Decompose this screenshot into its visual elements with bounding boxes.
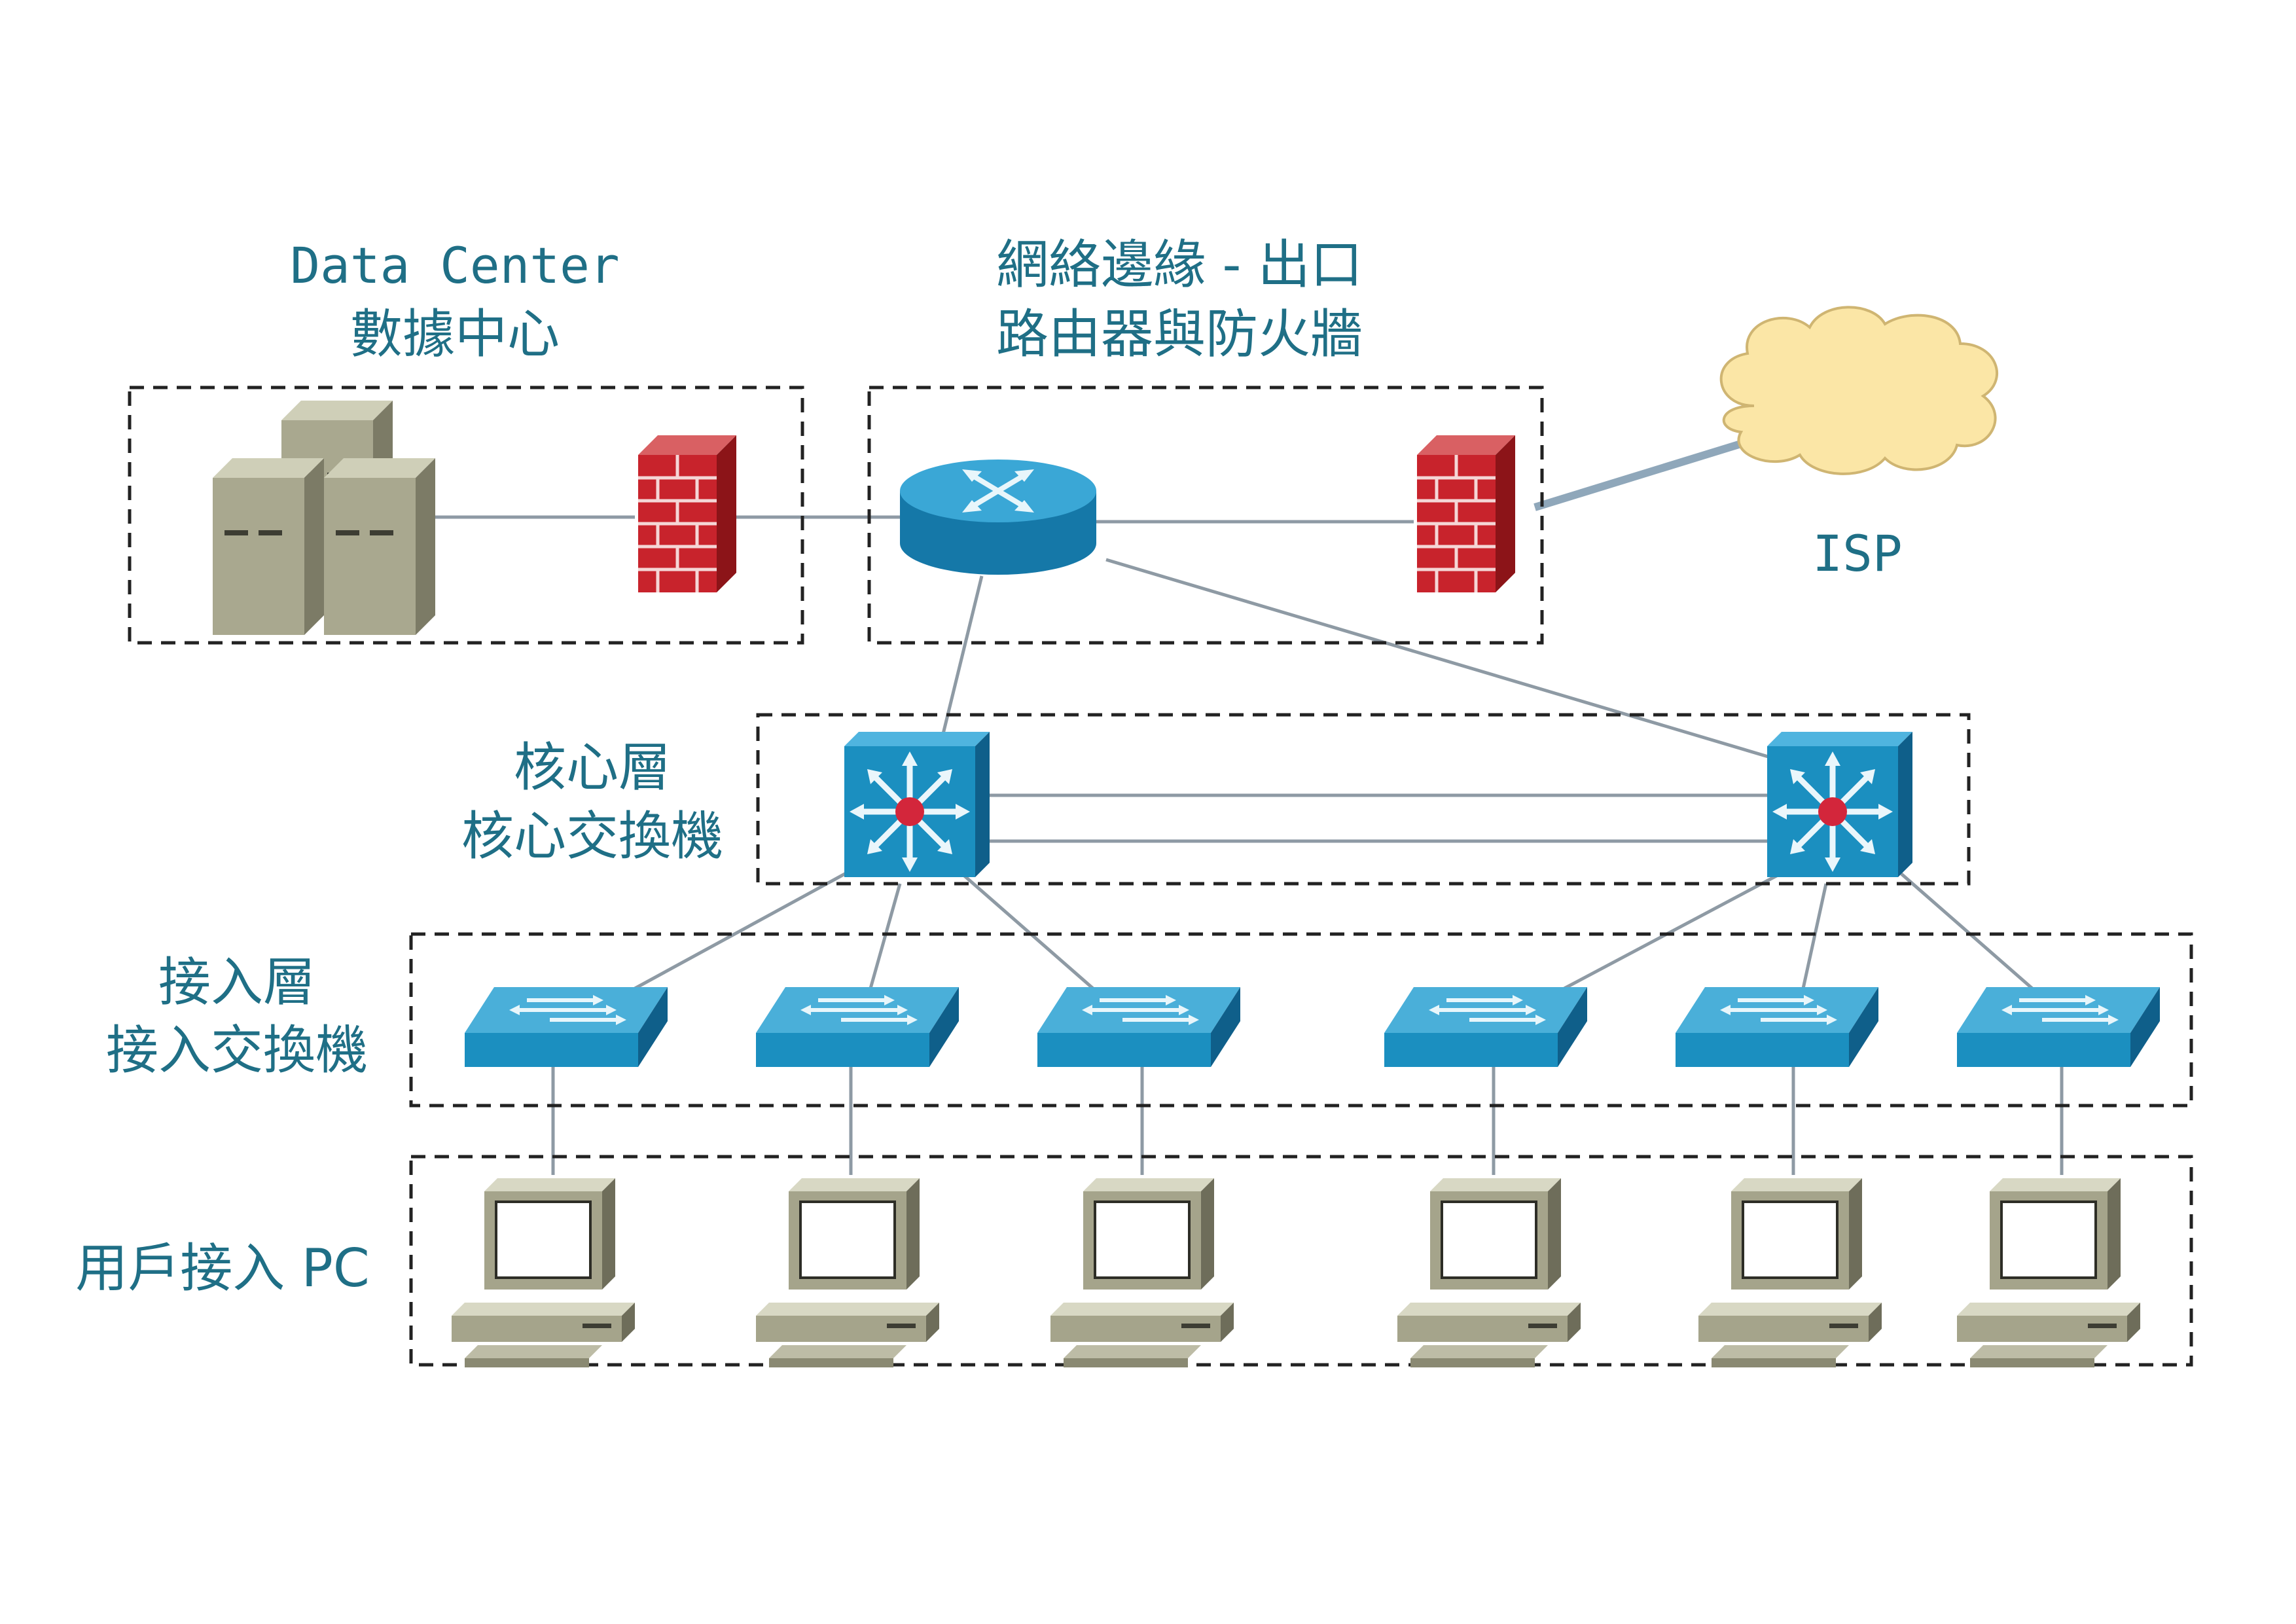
access-layer-subtitle: 接入交換機	[106, 1020, 368, 1081]
core-layer-group-box	[756, 713, 1971, 886]
core-switch-left-icon	[844, 732, 990, 877]
link-router-core-right	[1105, 558, 1778, 761]
access-layer-title: 接入層	[158, 952, 315, 1013]
server-stack-icon	[213, 401, 435, 635]
link-core-left-access-3	[961, 873, 1094, 990]
pc-6-icon	[1956, 1177, 2142, 1369]
datacenter-subtitle: 數據中心	[350, 304, 560, 365]
access-switch-6-icon	[1957, 987, 2160, 1067]
access-switch-2-icon	[756, 987, 959, 1067]
core-layer-subtitle: 核心交換機	[461, 806, 723, 867]
access-switch-4-icon	[1384, 987, 1587, 1067]
datacenter-title: Data Center	[290, 236, 619, 295]
edge-subtitle: 路由器與防火牆	[996, 304, 1363, 365]
edge-group-box	[867, 386, 1544, 645]
core-layer-title: 核心層	[514, 737, 671, 798]
link-firewall-isp	[1534, 440, 1742, 511]
links	[432, 440, 2064, 1175]
edge-title: 網絡邊緣 - 出口	[996, 234, 1363, 295]
pc-group-box	[409, 1155, 2193, 1367]
link-core-right-access-4	[1563, 872, 1782, 990]
link-core-right-access-6	[1900, 873, 2034, 990]
pc-5-icon	[1697, 1177, 1883, 1369]
datacenter-firewall-icon	[638, 435, 736, 592]
access-switch-5-icon	[1676, 987, 1878, 1067]
isp-label: ISP	[1812, 524, 1902, 583]
link-router-core-left	[941, 575, 984, 737]
access-switch-3-icon	[1037, 987, 1240, 1067]
pc-2-icon	[755, 1177, 941, 1369]
datacenter-group-box	[128, 386, 804, 645]
link-core-left-access-2	[869, 883, 902, 989]
pc-4-icon	[1396, 1177, 1582, 1369]
pc-layer-label: 用戶接入 PC	[75, 1238, 370, 1299]
link-core-left-access-1	[634, 869, 852, 990]
edge-firewall-icon	[1417, 435, 1515, 592]
access-switch-1-icon	[465, 987, 668, 1067]
pc-3-icon	[1049, 1177, 1235, 1369]
pc-1-icon	[450, 1177, 636, 1369]
router-icon	[900, 460, 1096, 575]
link-core-right-access-5	[1801, 883, 1828, 989]
access-layer-group-box	[409, 932, 2193, 1108]
isp-cloud-icon	[1719, 306, 1999, 475]
core-switch-right-icon	[1767, 732, 1912, 877]
